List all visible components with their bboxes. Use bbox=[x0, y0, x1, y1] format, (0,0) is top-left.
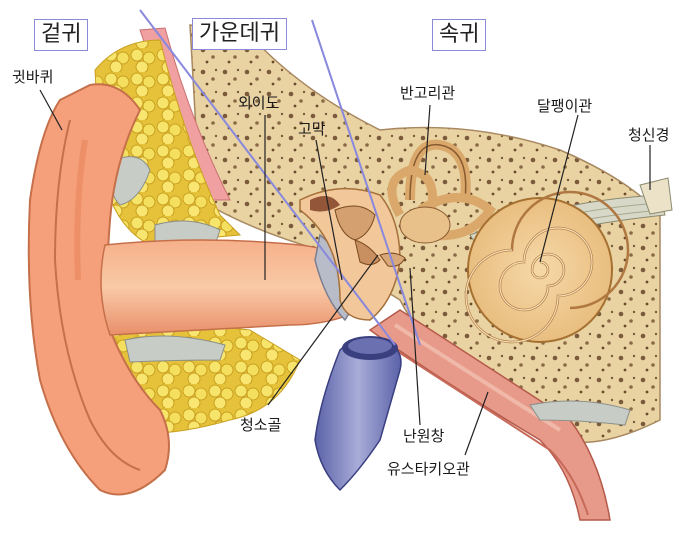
label-semicircular-canals: 반고리관 bbox=[400, 84, 456, 102]
region-label-outer-ear: 겉귀 bbox=[34, 19, 89, 51]
label-ear-canal: 외이도 bbox=[238, 94, 280, 112]
label-auditory-nerve: 청신경 bbox=[628, 126, 670, 144]
region-label-middle-ear: 가운데귀 bbox=[192, 18, 287, 50]
label-eustachian-tube: 유스타키오관 bbox=[387, 460, 470, 478]
label-ossicles: 청소골 bbox=[240, 416, 282, 434]
label-auricle: 귓바퀴 bbox=[12, 68, 54, 86]
region-label-inner-ear: 속귀 bbox=[432, 19, 487, 51]
label-oval-window: 난원창 bbox=[403, 427, 445, 445]
label-cochlea: 달팽이관 bbox=[537, 97, 593, 115]
label-eardrum: 고막 bbox=[298, 120, 326, 138]
